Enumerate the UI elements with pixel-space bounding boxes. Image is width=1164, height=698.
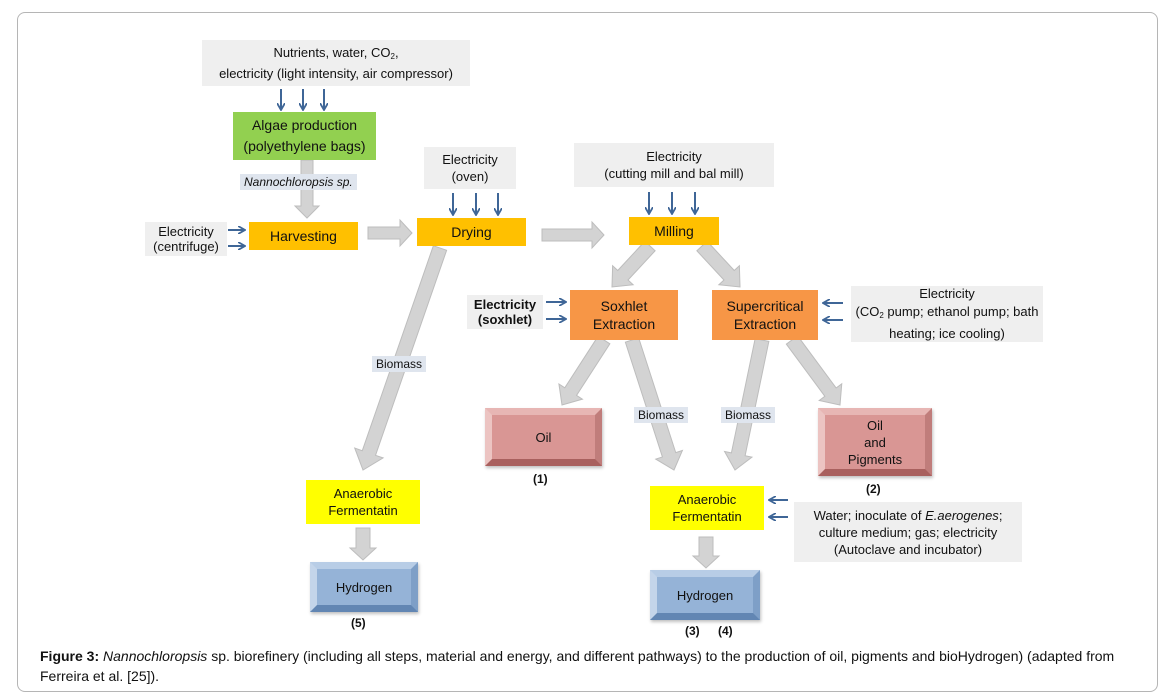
- drying-inputs-box: Electricity (oven): [424, 147, 516, 189]
- algae-inputs-line1: Nutrients, water, CO: [273, 45, 391, 60]
- oil-product: Oil: [485, 408, 602, 466]
- milling-step: Milling: [629, 217, 719, 245]
- caption-label: Figure 3:: [40, 648, 100, 664]
- pathway-number-4: (4): [718, 624, 733, 638]
- harvesting-step: Harvesting: [249, 222, 358, 250]
- fermentation-right-line1: Anaerobic: [677, 492, 737, 507]
- oil-pigments-line2: and: [864, 434, 886, 450]
- supercritical-extraction-step: Supercritical Extraction: [712, 290, 818, 340]
- flow-arrow-supercritical-to-pigments: [785, 335, 843, 406]
- flow-arrow-milling-to-supercritical: [696, 240, 741, 288]
- harvesting-inputs-line2: (centrifuge): [153, 239, 219, 254]
- hydrogen-right-label: Hydrogen: [676, 587, 734, 603]
- flow-arrow-drying-to-milling: [541, 220, 605, 250]
- oil-pigments-line3: Pigments: [847, 451, 903, 467]
- flow-arrow-harvesting-to-drying: [367, 218, 413, 248]
- soxhlet-inputs-line2: (soxhlet): [477, 312, 533, 327]
- species-label: Nannochloropsis sp.: [240, 174, 357, 190]
- flow-arrow-milling-to-soxhlet: [611, 240, 656, 288]
- fermentation-inputs-line3: (Autoclave and incubator): [833, 541, 983, 557]
- algae-production-step: Algae production (polyethylene bags): [233, 112, 376, 160]
- flow-arrow-soxhlet-to-fermentation: [624, 337, 684, 471]
- biomass-label-mid2: Biomass: [721, 407, 776, 423]
- hydrogen-left-label: Hydrogen: [335, 579, 393, 595]
- flow-arrow-supercritical-to-fermentation: [723, 337, 770, 471]
- harvesting-inputs-line1: Electricity: [158, 224, 214, 239]
- flow-arrow-fermentation-left-to-hydrogen: [348, 527, 378, 561]
- biomass-label-mid1: Biomass: [634, 407, 689, 423]
- algae-inputs-line2: electricity (light intensity, air compre…: [219, 66, 453, 81]
- algae-production-line2: (polyethylene bags): [243, 138, 366, 154]
- fermentation-right-line2: Fermentatin: [672, 509, 742, 524]
- harvesting-label: Harvesting: [270, 227, 337, 244]
- milling-inputs-line2: (cutting mill and bal mill): [604, 166, 744, 181]
- soxhlet-line1: Soxhlet: [600, 298, 648, 314]
- algae-production-line1: Algae production: [251, 117, 358, 133]
- supercritical-inputs-box: Electricity (CO2 pump; ethanol pump; bat…: [851, 286, 1043, 342]
- fermentation-inputs-box: Water; inoculate of E.aerogenes; culture…: [794, 502, 1022, 562]
- soxhlet-line2: Extraction: [592, 316, 656, 332]
- co2-subscript: 2: [879, 311, 884, 320]
- hydrogen-product-right: Hydrogen: [650, 570, 760, 620]
- milling-label: Milling: [654, 222, 694, 239]
- flow-arrow-soxhlet-to-oil: [558, 335, 611, 406]
- milling-inputs-box: Electricity (cutting mill and bal mill): [574, 143, 774, 187]
- figure-caption: Figure 3: Nannochloropsis sp. biorefiner…: [40, 646, 1140, 686]
- caption-text: sp. biorefinery (including all steps, ma…: [40, 648, 1115, 684]
- drying-step: Drying: [417, 218, 526, 246]
- drying-inputs-line1: Electricity: [442, 152, 498, 167]
- algae-inputs-box: Nutrients, water, CO2, electricity (ligh…: [202, 40, 470, 86]
- anaerobic-fermentation-left: Anaerobic Fermentatin: [306, 480, 420, 524]
- caption-species: Nannochloropsis: [103, 648, 208, 664]
- supercritical-inputs-line2: (CO: [855, 304, 880, 319]
- fermentation-left-line1: Anaerobic: [333, 486, 393, 501]
- oil-label: Oil: [535, 429, 552, 445]
- soxhlet-inputs-line1: Electricity: [473, 297, 537, 312]
- milling-inputs-line1: Electricity: [646, 149, 702, 164]
- pathway-number-2: (2): [866, 482, 881, 496]
- supercritical-inputs-line3: heating; ice cooling): [889, 326, 1005, 341]
- supercritical-line1: Supercritical: [726, 298, 804, 314]
- hydrogen-product-left: Hydrogen: [310, 562, 418, 612]
- supercritical-inputs-line1: Electricity: [919, 286, 975, 301]
- figure-frame: [17, 12, 1158, 692]
- supercritical-line2: Extraction: [733, 316, 797, 332]
- species-name: E.aerogenes: [925, 507, 999, 523]
- oil-pigments-product: Oil and Pigments: [818, 408, 932, 476]
- supercritical-inputs-line2-rest: pump; ethanol pump; bath: [883, 304, 1039, 319]
- soxhlet-inputs-box: Electricity (soxhlet): [467, 295, 543, 329]
- drying-inputs-line2: (oven): [451, 169, 489, 184]
- pathway-number-3: (3): [685, 624, 700, 638]
- oil-pigments-line1: Oil: [867, 417, 883, 433]
- fermentation-inputs-semicolon: ;: [998, 507, 1003, 523]
- fermentation-left-line2: Fermentatin: [328, 503, 398, 518]
- co2-subscript: 2: [390, 52, 395, 61]
- flow-arrow-fermentation-right-to-hydrogen: [691, 536, 721, 569]
- biomass-label-left: Biomass: [372, 356, 427, 372]
- fermentation-inputs-line1: Water; inoculate of: [813, 507, 926, 523]
- fermentation-inputs-line2: culture medium; gas; electricity: [818, 524, 998, 540]
- anaerobic-fermentation-right: Anaerobic Fermentatin: [650, 486, 764, 530]
- drying-label: Drying: [451, 223, 492, 240]
- soxhlet-extraction-step: Soxhlet Extraction: [570, 290, 678, 340]
- algae-inputs-comma: ,: [394, 45, 399, 60]
- pathway-number-1: (1): [533, 472, 548, 486]
- pathway-number-5: (5): [351, 616, 366, 630]
- harvesting-inputs-box: Electricity (centrifuge): [145, 222, 227, 256]
